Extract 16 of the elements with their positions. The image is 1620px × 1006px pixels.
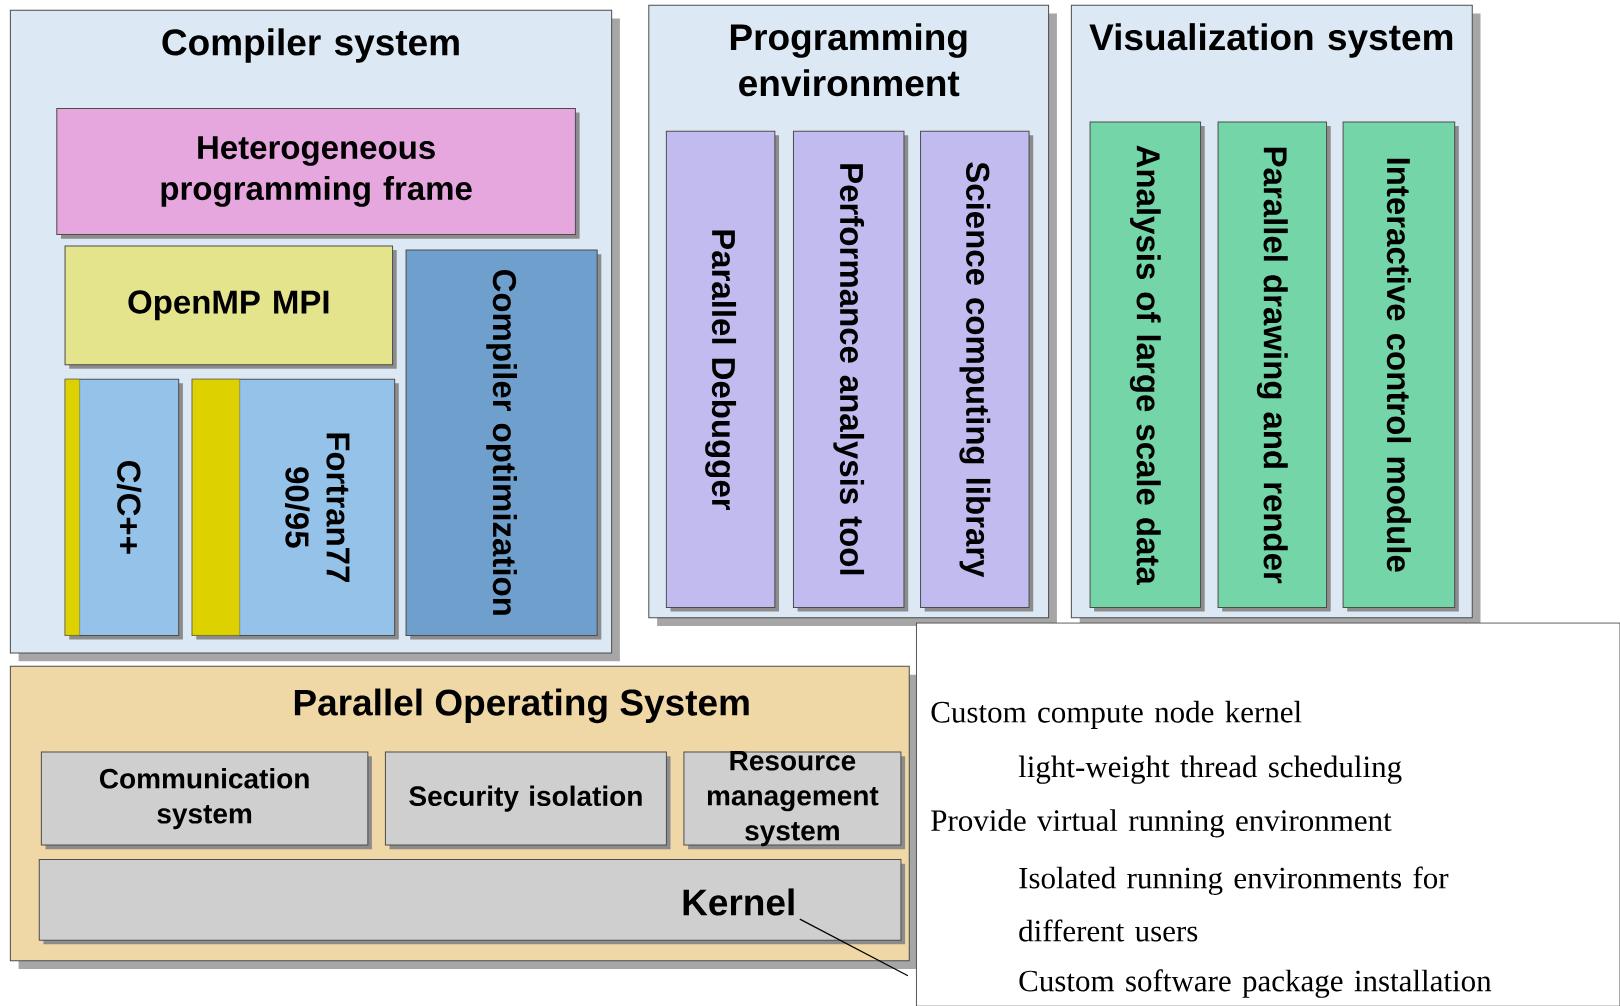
kernel-box: Kernel: [38, 859, 906, 945]
library-box: OpenMP MPI: [64, 245, 397, 369]
optimization-column: Compiler optimization: [405, 249, 602, 640]
tool-column: Performance analysis tool: [792, 130, 909, 612]
subsystem-box: Security isolation: [384, 751, 671, 850]
tool-column: Science computing library: [920, 130, 1034, 612]
subsystem-box: Resource management system: [683, 751, 906, 850]
module-column: Interactive control module: [1342, 121, 1459, 612]
language-column: C/C++: [64, 378, 183, 640]
language-column: Fortran77 90/95: [191, 378, 399, 640]
frame-box: Heterogeneous programming frame: [56, 108, 580, 239]
callout-box: Custom compute node kernel light-weight thread scheduling Provide virtual running environment Isolated running environments for different users Custom software package installation: [915, 622, 1620, 1006]
subsystem-box: Communication system: [40, 751, 372, 850]
module-column: Parallel drawing and render: [1217, 121, 1331, 612]
module-column: Analysis of large scale data: [1089, 121, 1205, 612]
tool-column: Parallel Debugger: [665, 130, 779, 612]
